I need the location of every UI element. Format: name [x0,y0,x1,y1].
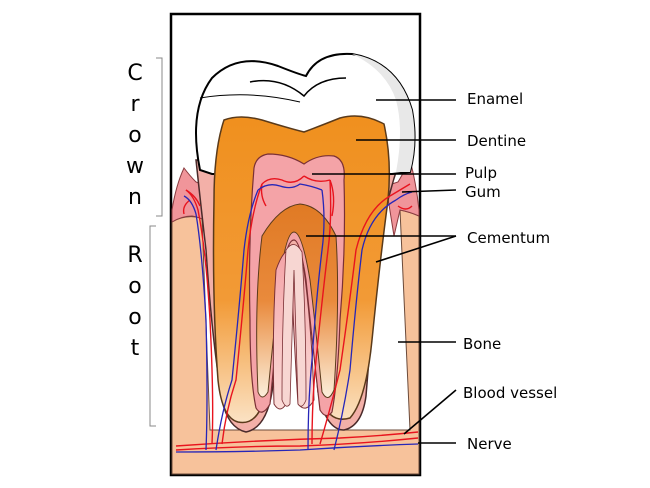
label-blood-vessel: Blood vessel [463,384,557,402]
label-nerve: Nerve [467,435,512,453]
label-enamel: Enamel [467,90,523,108]
label-gum: Gum [465,183,501,201]
occlusal-groove [249,77,347,98]
root-canal-core [281,244,307,407]
root-letter: R [127,243,142,268]
label-pulp: Pulp [465,164,497,182]
enamel-shade [352,54,415,172]
label-dentine: Dentine [467,132,526,150]
root-letter: o [128,274,141,299]
label-cementum: Cementum [467,229,550,247]
crown-bracket [156,57,163,217]
occlusal-line [199,94,301,103]
root-bracket [149,225,156,427]
crown-letter: w [126,154,144,179]
root-letter: t [131,336,140,361]
root-letter: o [128,305,141,330]
blood-vessels [175,175,419,451]
label-bone: Bone [463,335,501,353]
crown-letter: C [127,61,142,86]
label-pointers [306,99,457,444]
crown-letter: r [130,92,140,117]
crown-letter: n [128,185,142,210]
nerves [175,183,419,453]
crown-letter: o [128,123,141,148]
